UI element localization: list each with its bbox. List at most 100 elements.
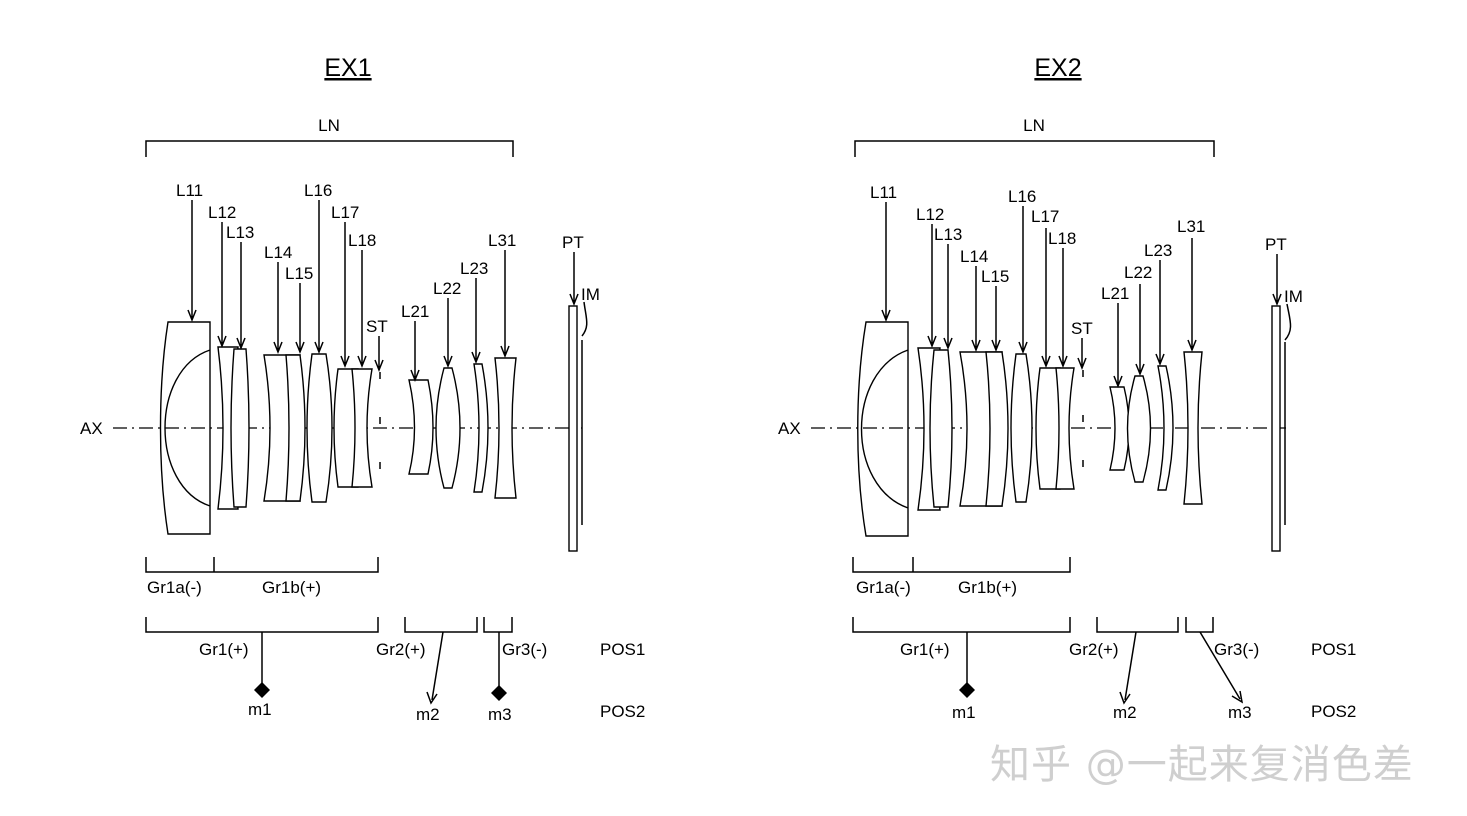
ax-label: AX [80, 419, 103, 438]
lens-l23 [473, 363, 489, 493]
lens-l18 [1055, 367, 1075, 490]
st-label: ST [1071, 319, 1093, 338]
pos1-label: POS1 [1311, 640, 1356, 659]
lens-l16 [306, 353, 333, 503]
pos1-label: POS1 [600, 640, 645, 659]
leader-lines [881, 202, 1292, 389]
lens-l22 [435, 367, 461, 489]
lens-l11 [857, 321, 909, 537]
group-gr2-bracket [1096, 617, 1179, 633]
ln-bracket [854, 140, 1215, 157]
movement-m2-label: m2 [416, 705, 440, 724]
lens-l13 [230, 348, 250, 508]
lens-label-l16: L16 [1008, 187, 1036, 206]
lens-label-l23: L23 [1144, 241, 1172, 260]
pos2-label: POS2 [600, 702, 645, 721]
ln-label: LN [1023, 116, 1045, 135]
lens-label-l21: L21 [1101, 284, 1129, 303]
lens-label-l11: L11 [176, 181, 203, 200]
panel-title: EX2 [1034, 54, 1081, 82]
lens-label-l14: L14 [264, 243, 292, 262]
lens-l16 [1010, 353, 1033, 503]
leader-lines [187, 200, 588, 383]
group-gr2-label: Gr2(+) [376, 640, 426, 659]
lens-l31 [1183, 351, 1203, 505]
lens-l15 [285, 354, 306, 502]
lens-label-l23: L23 [460, 259, 488, 278]
lens-label-set: L11 L12 L13 L14 L15 L16 L17 L18 ST L21 L… [870, 183, 1303, 338]
group-gr2-label: Gr2(+) [1069, 640, 1119, 659]
group-gr1-label: Gr1(+) [900, 640, 950, 659]
movement-m3-label: m3 [488, 705, 512, 724]
lens-label-l12: L12 [208, 203, 236, 222]
lens-label-l14: L14 [960, 247, 988, 266]
group-gr3-bracket [483, 617, 513, 633]
lens-label-l22: L22 [1124, 263, 1152, 282]
group-gr3-label: Gr3(-) [1214, 640, 1259, 659]
fixed-diamond-m3 [491, 685, 507, 701]
movement-m2-arrow [426, 631, 444, 705]
lens-label-l31: L31 [488, 231, 516, 250]
lens-label-l15: L15 [981, 267, 1009, 286]
lens-l18 [351, 368, 373, 488]
fixed-diamond-m1 [959, 682, 975, 698]
subgroup-gr1b-label: Gr1b(+) [958, 578, 1017, 597]
movement-m1-label: m1 [952, 703, 976, 722]
subgroup-gr1b-label: Gr1b(+) [262, 578, 321, 597]
group-gr1-bracket [852, 617, 1071, 633]
group-gr2-bracket [404, 617, 478, 633]
group-gr3-label: Gr3(-) [502, 640, 547, 659]
lens-label-l18: L18 [1048, 229, 1076, 248]
panel-ex2: EX2 LN AX [778, 54, 1356, 722]
fixed-diamond-m1 [254, 682, 270, 698]
movement-m3-label: m3 [1228, 703, 1252, 722]
ax-label: AX [778, 419, 801, 438]
lens-label-set: L11 L12 L13 L14 L15 L16 L17 L18 ST L21 L… [176, 181, 600, 336]
lens-l11 [159, 321, 211, 535]
lens-label-l15: L15 [285, 264, 313, 283]
movement-m1-label: m1 [248, 700, 272, 719]
panel-title: EX1 [324, 54, 371, 82]
ln-label: LN [318, 116, 340, 135]
lens-label-l17: L17 [331, 203, 359, 222]
lens-label-l31: L31 [1177, 217, 1205, 236]
lens-label-l16: L16 [304, 181, 332, 200]
lens-elements [159, 305, 583, 552]
im-label: IM [581, 285, 600, 304]
movement-m2-arrow [1119, 631, 1137, 705]
pt-label: PT [1265, 235, 1287, 254]
lens-elements [857, 305, 1286, 552]
lens-label-l18: L18 [348, 231, 376, 250]
lens-l21 [1109, 386, 1130, 471]
subgroup-brackets [145, 557, 379, 573]
subgroup-gr1a-label: Gr1a(-) [147, 578, 202, 597]
lens-l23 [1157, 365, 1174, 491]
lens-l15 [985, 351, 1009, 507]
ln-bracket [145, 140, 514, 157]
movement-m2-label: m2 [1113, 703, 1137, 722]
lens-label-l17: L17 [1031, 207, 1059, 226]
lens-l21 [408, 379, 434, 475]
subgroup-gr1a-label: Gr1a(-) [856, 578, 911, 597]
group-gr1-bracket [145, 617, 379, 633]
lens-label-l13: L13 [226, 223, 254, 242]
watermark: 知乎 @一起来复消色差 [990, 742, 1414, 788]
lens-label-l13: L13 [934, 225, 962, 244]
lens-l22 [1126, 375, 1152, 483]
plate-pt [568, 305, 578, 552]
movement-m3-arrow [1199, 631, 1244, 704]
st-label: ST [366, 317, 388, 336]
pt-label: PT [562, 233, 584, 252]
plate-pt [1271, 305, 1281, 552]
pos2-label: POS2 [1311, 702, 1356, 721]
im-label: IM [1284, 287, 1303, 306]
lens-label-l11: L11 [870, 183, 897, 202]
group-gr3-bracket [1185, 617, 1214, 633]
group-gr1-label: Gr1(+) [199, 640, 249, 659]
lens-l31 [494, 357, 517, 499]
lens-label-l22: L22 [433, 279, 461, 298]
panel-ex1: EX1 LN AX [80, 54, 645, 724]
lens-l13 [929, 349, 953, 508]
subgroup-brackets [852, 557, 1071, 573]
